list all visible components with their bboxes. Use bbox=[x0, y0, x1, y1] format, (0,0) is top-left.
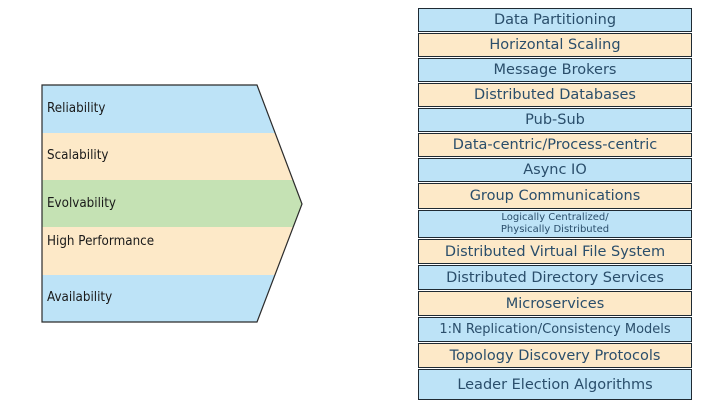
stack-item-label-line2: Physically Distributed bbox=[500, 224, 610, 235]
stack-item-data-process-centric: Data-centric/Process-centric bbox=[418, 133, 692, 157]
quality-label-availability: Availability bbox=[47, 290, 113, 305]
band-reliability bbox=[42, 85, 275, 133]
quality-label-reliability: Reliability bbox=[47, 101, 106, 116]
band-evolvability bbox=[42, 180, 302, 227]
quality-label-evolvability: Evolvability bbox=[47, 196, 117, 211]
stack-item-label: Topology Discovery Protocols bbox=[449, 347, 661, 364]
band-availability bbox=[42, 275, 275, 322]
stack-item-label: Group Communications bbox=[469, 188, 641, 204]
stack-item-label: Leader Election Algorithms bbox=[457, 376, 653, 393]
stack-item-label: 1:N Replication/Consistency Models bbox=[439, 322, 671, 337]
stack-item-distributed-databases: Distributed Databases bbox=[418, 83, 692, 107]
quality-label-scalability: Scalability bbox=[47, 148, 109, 163]
stack-item-label: Horizontal Scaling bbox=[489, 37, 621, 53]
stack-item-label: Distributed Virtual File System bbox=[444, 243, 666, 260]
quality-label-high-performance: High Performance bbox=[47, 234, 155, 249]
stack-item-label: Data-centric/Process-centric bbox=[452, 137, 658, 153]
stack-item-label: Data Partitioning bbox=[493, 12, 617, 28]
band-scalability bbox=[42, 133, 293, 180]
stack-item-logically-centralized: Logically Centralized/ Physically Distri… bbox=[418, 210, 692, 238]
stack-item-microservices: Microservices bbox=[418, 291, 692, 316]
stack-item-distributed-virtual-file-system: Distributed Virtual File System bbox=[418, 239, 692, 264]
stack-item-pub-sub: Pub-Sub bbox=[418, 108, 692, 132]
chevron-outline bbox=[41, 84, 303, 323]
stack-item-replication-consistency: 1:N Replication/Consistency Models bbox=[418, 317, 692, 342]
stack-item-label: Pub-Sub bbox=[525, 112, 585, 128]
stack-item-leader-election: Leader Election Algorithms bbox=[418, 369, 692, 400]
stack-item-label-line1: Logically Centralized/ bbox=[501, 212, 609, 223]
stack-item-topology-discovery: Topology Discovery Protocols bbox=[418, 343, 692, 368]
stack-item-message-brokers: Message Brokers bbox=[418, 58, 692, 82]
stack-item-label: Distributed Directory Services bbox=[446, 269, 664, 286]
stack-item-label: Async IO bbox=[523, 162, 587, 178]
stack-item-data-partitioning: Data Partitioning bbox=[418, 8, 692, 32]
stack-item-horizontal-scaling: Horizontal Scaling bbox=[418, 33, 692, 57]
stack-item-label: Microservices bbox=[505, 295, 605, 312]
stack-item-label: Message Brokers bbox=[493, 62, 617, 78]
stack-item-label: Distributed Databases bbox=[474, 87, 636, 103]
band-high-performance bbox=[42, 227, 293, 275]
stack-item-distributed-directory-services: Distributed Directory Services bbox=[418, 265, 692, 290]
stack-item-async-io: Async IO bbox=[418, 158, 692, 182]
stack-item-group-communications: Group Communications bbox=[418, 183, 692, 209]
